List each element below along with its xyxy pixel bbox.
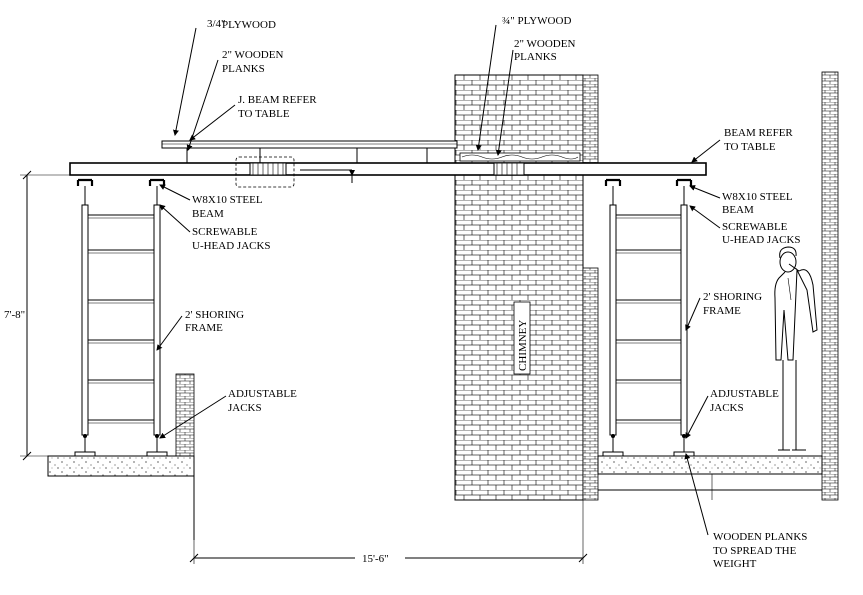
height-dimension-label: 7'-8" xyxy=(4,309,25,321)
main-steel-beam xyxy=(69,162,707,176)
shoring-right-label-2: FRAME xyxy=(703,305,741,317)
height-dimension: 7'-8" xyxy=(4,170,70,461)
leader-lines xyxy=(156,24,721,536)
planks-left-label-2: PLANKS xyxy=(222,63,265,75)
plywood-deck-left xyxy=(161,140,458,149)
jbeam-label-2: TO TABLE xyxy=(238,108,290,120)
wooden-planks-label-1: WOODEN PLANKS xyxy=(713,531,807,543)
beam-refer-label-1: BEAM REFER xyxy=(724,127,793,139)
shoring-right-label-1: 2' SHORING xyxy=(703,291,762,303)
wooden-planks-label-3: WEIGHT xyxy=(713,558,757,570)
left-shoring-frame xyxy=(74,178,168,457)
span-dimension: 15'-6" xyxy=(189,500,588,565)
w8-right-label-1: W8X10 STEEL xyxy=(722,191,793,203)
annotation-labels: 3/4" PLYWOOD 2" WOODEN PLANKS J. BEAM RE… xyxy=(185,15,807,570)
w8-left-label-1: W8X10 STEEL xyxy=(192,194,263,206)
adjustable-right-label-1: ADJUSTABLE xyxy=(710,388,779,400)
i-beam-joists xyxy=(182,147,432,164)
right-shoring-frame xyxy=(602,178,695,457)
planks-right-label-2: PLANKS xyxy=(514,51,557,63)
plywood-left-label: PLYWOOD xyxy=(222,19,276,31)
person-scale-figure xyxy=(774,246,818,451)
screw-right-label-1: SCREWABLE xyxy=(722,221,788,233)
chimney-label: CHIMNEY xyxy=(517,320,529,371)
jbeam-label-1: J. BEAM REFER xyxy=(238,94,317,106)
beam-refer-label-2: TO TABLE xyxy=(724,141,776,153)
screw-left-label-2: U-HEAD JACKS xyxy=(192,240,271,252)
plywood-deck-right xyxy=(459,152,581,162)
adjustable-left-label-1: ADJUSTABLE xyxy=(228,388,297,400)
screw-left-label-1: SCREWABLE xyxy=(192,226,258,238)
beam-splice-detail xyxy=(235,156,525,188)
plywood-right-label: ¾" PLYWOOD xyxy=(502,15,571,27)
w8-left-label-2: BEAM xyxy=(192,208,224,220)
right-floor-slab xyxy=(597,455,823,500)
wooden-planks-label-2: TO SPREAD THE xyxy=(713,545,797,557)
w8-right-label-2: BEAM xyxy=(722,204,754,216)
plywood-left-fraction: 3/4" xyxy=(207,18,226,30)
screw-right-label-2: U-HEAD JACKS xyxy=(722,234,801,246)
shoring-left-label-2: FRAME xyxy=(185,322,223,334)
shoring-left-label-1: 2' SHORING xyxy=(185,309,244,321)
adjustable-left-label-2: JACKS xyxy=(228,402,262,414)
chimney: CHIMNEY xyxy=(454,74,584,501)
left-floor-slab xyxy=(47,455,195,540)
span-dimension-label: 15'-6" xyxy=(362,553,389,565)
planks-left-label-1: 2" WOODEN xyxy=(222,49,283,61)
planks-right-label-1: 2" WOODEN xyxy=(514,38,575,50)
left-brick-pier xyxy=(175,373,195,457)
adjustable-right-label-2: JACKS xyxy=(710,402,744,414)
inner-brick-wall xyxy=(582,74,599,501)
exterior-brick-wall xyxy=(821,71,839,501)
